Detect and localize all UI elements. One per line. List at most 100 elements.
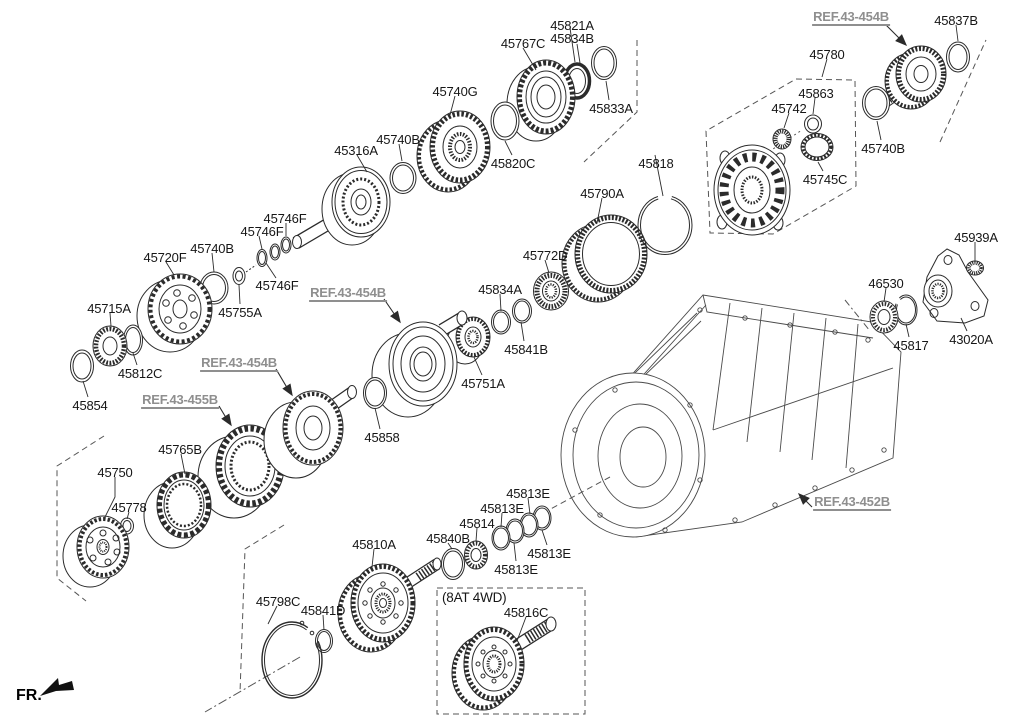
part-label-45840B: 45840B (426, 531, 470, 546)
part-45750-clutch (62, 515, 130, 588)
part-label-45767C: 45767C (500, 36, 546, 51)
part-label-45751A: 45751A (461, 376, 505, 391)
part-label-45746F-3: 45746F (255, 278, 299, 293)
part-45742-bushing (772, 128, 792, 150)
ref-arrows (218, 24, 908, 508)
part-label-45833A: 45833A (589, 101, 633, 116)
part-label-45816C: 45816C (503, 605, 549, 620)
part-45854-ring (70, 349, 94, 383)
part-label-45854: 45854 (72, 398, 108, 413)
part-label-45715A: 45715A (87, 301, 131, 316)
part-label-45750: 45750 (97, 465, 133, 480)
ref-label-43-454B-3: REF.43-454B (200, 355, 278, 372)
part-label-45798C: 45798C (255, 594, 301, 609)
part-label-45813E-3: 45813E (527, 546, 571, 561)
part-label-45780: 45780 (809, 47, 845, 62)
part-label-45755A: 45755A (218, 305, 262, 320)
box-45780 (705, 78, 857, 235)
part-label-45765B: 45765B (158, 442, 202, 457)
part-45790A-ring-gear (561, 214, 648, 303)
transmission-case-drawing (560, 294, 902, 538)
part-45840B-ring (441, 548, 465, 580)
part-label-45316A: 45316A (334, 143, 378, 158)
part-label-45813E-1: 45813E (506, 486, 550, 501)
part-label-45939A: 45939A (954, 230, 998, 245)
part-label-45740G: 45740G (432, 84, 478, 99)
part-label-45746F-1: 45746F (263, 211, 307, 226)
part-ref-43-454B-sun-gear (263, 385, 357, 479)
part-45820C-ring (490, 101, 520, 141)
part-label-45858: 45858 (364, 430, 400, 445)
part-46530-bearing (869, 300, 899, 334)
box-8at-4wd (436, 587, 586, 715)
ref-label-43-454B-1: REF.43-454B (812, 9, 890, 26)
part-45715A-bearing (92, 325, 128, 367)
front-direction-arrow (40, 678, 74, 696)
part-label-45814: 45814 (459, 516, 495, 531)
part-label-43020A: 43020A (949, 332, 993, 347)
part-45810A-output-gear (337, 557, 442, 653)
part-ref-43-454B-transfer-gear (879, 45, 947, 110)
part-43020A-flange (922, 248, 989, 324)
part-45740B-ring-top (389, 162, 417, 194)
part-label-45778: 45778 (111, 500, 147, 515)
part-45720F-carrier (136, 273, 213, 353)
part-45813E-rings (491, 505, 552, 551)
part-label-45746F-2: 45746F (240, 224, 284, 239)
part-label-45772D: 45772D (522, 248, 568, 263)
part-45740G-gear (416, 110, 491, 193)
ref-label-43-455B: REF.43-455B (141, 392, 219, 409)
leader-lines (82, 24, 976, 642)
part-45767C-gear (506, 59, 576, 142)
part-label-45740B-1: 45740B (861, 141, 905, 156)
part-label-46530: 46530 (868, 276, 904, 291)
part-45939A-nut (966, 260, 984, 276)
part-45740B-ring-right (862, 86, 890, 120)
part-45833A-ring (591, 46, 617, 80)
part-label-45863: 45863 (798, 86, 834, 101)
part-45780-carrier (713, 144, 791, 236)
part-label-45837B: 45837B (934, 13, 978, 28)
part-label-45834A: 45834A (478, 282, 522, 297)
part-label-45740B-3: 45740B (190, 241, 234, 256)
part-label-45810A: 45810A (352, 537, 396, 552)
part-45837B-ring (946, 41, 970, 73)
part-45816C-gear (451, 616, 557, 711)
part-label-45818: 45818 (638, 156, 674, 171)
part-45765B-clutch-ring (143, 471, 212, 549)
part-45841B-ring (512, 298, 532, 324)
part-45818-snap-ring (637, 195, 693, 255)
part-45863-bushing (804, 114, 822, 134)
front-marker: FR. (16, 687, 42, 704)
ref-label-43-454B-2: REF.43-454B (309, 285, 387, 302)
part-45817-snap-ring (894, 294, 918, 326)
part-45746F-rings (256, 236, 292, 267)
part-label-45720F: 45720F (143, 250, 187, 265)
part-label-45790A: 45790A (580, 186, 624, 201)
part-label-45820C: 45820C (490, 156, 536, 171)
case-bolt-holes (572, 307, 887, 533)
part-label-45812C: 45812C (117, 366, 163, 381)
ref-label-43-452B: REF.43-452B (813, 494, 891, 511)
part-45316A-shaft-drum (292, 166, 391, 249)
part-label-45813E-4: 45813E (494, 562, 538, 577)
part-45798C-snap-ring (261, 620, 323, 699)
part-label-45841B: 45841B (504, 342, 548, 357)
part-label-45834B: 45834B (550, 31, 594, 46)
part-45834A-ring (491, 309, 511, 335)
part-label-45742: 45742 (771, 101, 807, 116)
part-label-45813E-2: 45813E (480, 501, 524, 516)
part-45745C-race (800, 133, 834, 161)
part-label-45841D: 45841D (300, 603, 346, 618)
part-label-45821A: 45821A (550, 18, 594, 33)
part-45814-bearing (464, 540, 488, 570)
variant-label-8at-4wd: (8AT 4WD) (442, 590, 507, 605)
part-45772D-bearing (533, 271, 569, 311)
part-label-45745C: 45745C (802, 172, 848, 187)
part-label-45817: 45817 (893, 338, 929, 353)
part-label-45740B-2: 45740B (376, 132, 420, 147)
part-45858-ring (363, 377, 387, 409)
group-boundary-lines (56, 39, 987, 715)
